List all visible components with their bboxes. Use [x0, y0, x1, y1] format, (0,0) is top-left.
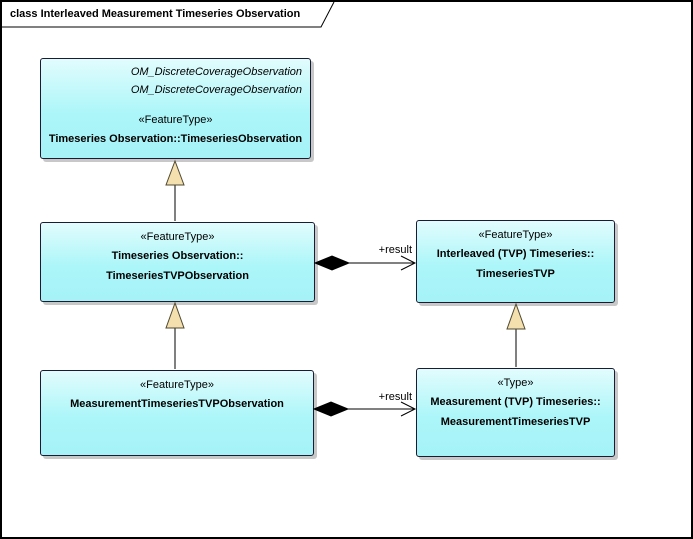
class-node-measurement-timeseries-tvp-observation[interactable]: «FeatureType» MeasurementTimeseriesTVPOb… [40, 370, 314, 456]
annotation-block: OM_DiscreteCoverageObservation OM_Discre… [41, 63, 310, 99]
class-name: MeasurementTimeseriesTVPObservation [70, 398, 284, 410]
composition-diamond-icon [313, 255, 351, 271]
generalization-connector[interactable] [165, 301, 185, 369]
generalization-connector[interactable] [165, 159, 185, 221]
role-label-result: +result [379, 391, 412, 403]
stereotype-label: «FeatureType» [478, 229, 553, 241]
open-arrowhead-icon [400, 255, 417, 271]
annotation-text: OM_DiscreteCoverageObservation [130, 66, 302, 78]
stereotype-label: «FeatureType» [140, 379, 214, 391]
composition-connector-result[interactable]: +result [312, 391, 417, 417]
class-name: Timeseries Observation::TimeseriesObserv… [48, 133, 303, 145]
stereotype-label: «FeatureType» [140, 231, 215, 243]
generalization-triangle-icon [506, 302, 526, 330]
composition-connector-result[interactable]: +result [313, 244, 417, 271]
generalization-connector[interactable] [506, 302, 526, 367]
annotation-text: OM_DiscreteCoverageObservation [130, 84, 302, 96]
class-node-measurement-timeseries-tvp[interactable]: «Type» Measurement (TVP) Timeseries:: Me… [416, 368, 615, 457]
composition-diamond-icon [312, 401, 350, 417]
role-label-result: +result [379, 244, 412, 256]
stereotype-label: «FeatureType» [138, 114, 213, 126]
class-name: TimeseriesTVPObservation [106, 270, 249, 282]
class-name: Interleaved (TVP) Timeseries:: [436, 248, 595, 260]
diagram-frame-title: class Interleaved Measurement Timeseries… [10, 8, 301, 20]
generalization-triangle-icon [165, 301, 185, 329]
class-node-timeseries-tvp-observation[interactable]: «FeatureType» Timeseries Observation:: T… [40, 222, 315, 302]
class-node-timeseries-observation[interactable]: OM_DiscreteCoverageObservation OM_Discre… [40, 58, 311, 159]
class-name: MeasurementTimeseriesTVP [440, 416, 591, 428]
class-node-timeseries-tvp[interactable]: «FeatureType» Interleaved (TVP) Timeseri… [416, 220, 615, 303]
open-arrowhead-icon [400, 401, 417, 417]
class-name: Measurement (TVP) Timeseries:: [430, 396, 601, 408]
class-name: TimeseriesTVP [476, 268, 555, 280]
stereotype-label: «Type» [497, 377, 534, 389]
class-name: Timeseries Observation:: [111, 250, 244, 262]
generalization-triangle-icon [165, 159, 185, 186]
